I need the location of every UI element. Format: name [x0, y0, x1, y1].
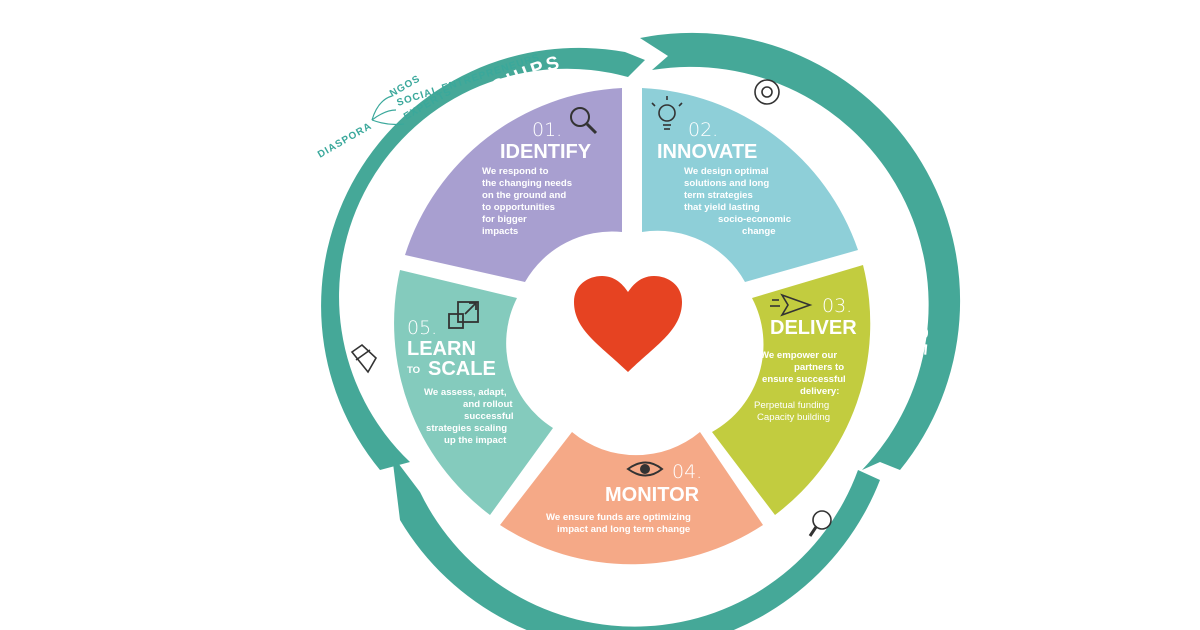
step-2-line-4: that yield lasting	[684, 202, 760, 213]
step-3-line-3: ensure successful	[762, 374, 846, 385]
step-2-line-1: We design optimal	[684, 166, 769, 177]
segment-learn	[394, 270, 553, 515]
ring-segment-expertise	[640, 32, 961, 471]
step-1-line-6: impacts	[482, 226, 518, 237]
step-2-line-3: term strategies	[684, 190, 753, 201]
step-3-title: DELIVER	[770, 317, 857, 339]
step-2-line-5: socio-economic	[718, 214, 792, 225]
scale-arrows-icon	[448, 301, 479, 329]
step-2-title: INNOVATE	[657, 141, 757, 163]
lightbulb-icon	[651, 96, 683, 130]
step-1-line-2: the changing needs	[482, 178, 572, 189]
eye-icon	[626, 461, 664, 477]
outer-ring	[321, 32, 961, 630]
step-5-title-line-2: SCALE	[428, 358, 496, 380]
step-4-number: 04.	[672, 461, 702, 483]
heart-icon	[574, 276, 682, 372]
step-1-number: 01.	[532, 119, 562, 141]
step-3-line-2: partners to	[794, 362, 844, 373]
step-5-line-5: up the impact	[444, 435, 507, 446]
step-3-number: 03.	[822, 295, 852, 317]
segment-monitor	[500, 432, 763, 565]
step-1-line-5: for bigger	[482, 214, 527, 225]
magnifier-icon	[570, 107, 598, 135]
step-1-line-3: on the ground and	[482, 190, 566, 201]
gear-people-icon	[754, 79, 780, 105]
step-1-line-1: We respond to	[482, 166, 549, 177]
partner-root: DIASPORA	[316, 121, 374, 161]
step-3-extra-2: Capacity building	[757, 412, 830, 423]
segment-innovate	[642, 88, 858, 282]
step-5-title-to: TO	[407, 365, 421, 376]
step-5-line-4: strategies scaling	[426, 423, 507, 434]
step-3-line-1: We empower our	[760, 350, 837, 361]
step-4-title: MONITOR	[605, 484, 700, 506]
step-5-line-3: successful	[464, 411, 514, 422]
ring-segment-partnerships	[321, 47, 645, 471]
step-5-line-1: We assess, adapt,	[424, 387, 507, 398]
segment-identify	[405, 88, 622, 282]
step-4-line-1: We ensure funds are optimizing	[546, 512, 691, 523]
partner-tree	[371, 95, 405, 126]
search-people-icon	[808, 510, 832, 537]
step-5-number: 05.	[407, 317, 437, 339]
step-5-line-2: and rollout	[463, 399, 513, 410]
paper-plane-icon	[770, 293, 813, 317]
step-2-number: 02.	[688, 119, 718, 141]
step-5-title-line-1: LEARN	[407, 338, 476, 360]
step-3-line-4: delivery:	[800, 386, 839, 397]
step-2-line-2: solutions and long	[684, 178, 769, 189]
step-2-line-6: change	[742, 226, 776, 237]
step-1-line-4: to opportunities	[482, 202, 555, 213]
step-3-extra-1: Perpetual funding	[754, 400, 829, 411]
step-1-title: IDENTIFY	[500, 141, 592, 163]
step-4-line-2: impact and long term change	[557, 524, 690, 535]
segment-deliver	[712, 265, 871, 515]
handshake-icon	[350, 343, 378, 374]
